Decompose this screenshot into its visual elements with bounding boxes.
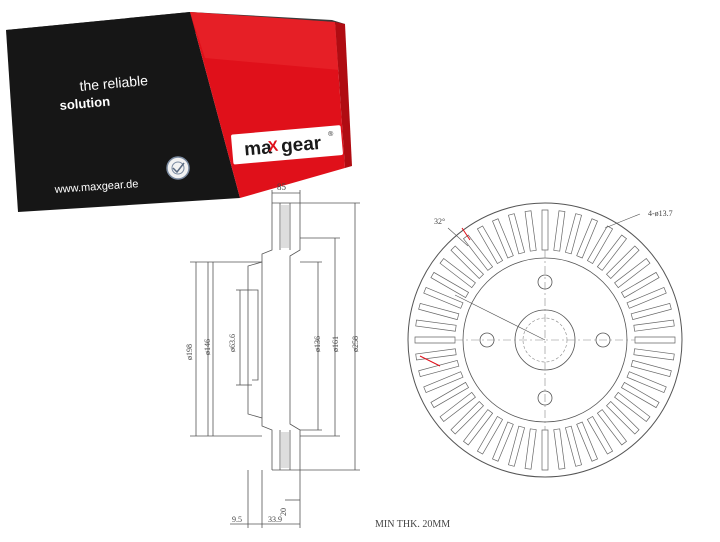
- vane: [430, 271, 470, 299]
- vane: [541, 209, 549, 251]
- dim-bottom-left: 9.5: [232, 515, 242, 524]
- vane: [541, 429, 549, 471]
- tagline-line2: solution: [59, 94, 111, 113]
- vane: [423, 287, 464, 309]
- box-right-edge: [335, 22, 352, 168]
- vane: [450, 245, 484, 279]
- vane: [462, 409, 494, 446]
- disc-outer-wall: [289, 203, 301, 470]
- dim-top-width: 85: [277, 182, 287, 192]
- dim-d198: ø198: [185, 344, 194, 360]
- vane: [462, 234, 494, 271]
- vane: [633, 348, 675, 361]
- vane: [586, 225, 614, 265]
- logo-text-x: X: [267, 138, 278, 156]
- logo-text-right: gear: [280, 133, 322, 157]
- logo-text-left: ma: [243, 137, 273, 160]
- quality-seal-icon: [166, 156, 190, 180]
- dim-bottom-20: 20: [279, 508, 288, 516]
- vane: [630, 359, 672, 377]
- vane: [606, 245, 640, 279]
- logo-reg-mark: ®: [328, 130, 335, 138]
- dim-d258: ø258: [351, 336, 360, 352]
- dim-d146: ø146: [203, 339, 212, 355]
- vane: [620, 381, 660, 409]
- vane: [634, 336, 676, 344]
- vane: [439, 391, 476, 423]
- disc-outer-circle: [407, 202, 683, 478]
- vane: [415, 348, 457, 361]
- vane: [418, 359, 460, 377]
- vane: [564, 213, 582, 255]
- vane: [586, 415, 614, 455]
- vane: [415, 319, 457, 332]
- vane: [553, 210, 566, 252]
- vane: [564, 425, 582, 467]
- vane: [508, 425, 526, 467]
- vane: [524, 428, 537, 470]
- vane: [439, 257, 476, 289]
- maxgear-box: the reliable solution www.maxgear.de ma …: [6, 12, 352, 212]
- vane: [633, 319, 675, 332]
- vane: [606, 401, 640, 435]
- vane: [492, 421, 514, 462]
- dim-d136: ø136: [313, 336, 322, 352]
- website-url: www.maxgear.de: [53, 178, 138, 196]
- vane: [430, 381, 470, 409]
- maxgear-logo: ma X gear ®: [231, 125, 343, 165]
- bolt-pattern-label: 4-ø13.7: [648, 209, 673, 218]
- dim-bottom-mid: 33.9: [268, 515, 282, 524]
- vane: [614, 257, 651, 289]
- vane: [596, 409, 628, 446]
- disc-inner-wall: [261, 203, 273, 470]
- front-view-drawing: [407, 202, 683, 478]
- vane: [576, 218, 598, 259]
- vane: [626, 371, 667, 393]
- vane: [576, 421, 598, 462]
- logo-plate: [231, 125, 343, 165]
- vane: [553, 428, 566, 470]
- vane: [630, 303, 672, 321]
- side-section-drawing: [190, 190, 360, 528]
- vane: [423, 371, 464, 393]
- cooling-vanes: [414, 209, 676, 471]
- vane: [508, 213, 526, 255]
- tagline-line1: the reliable: [79, 72, 149, 94]
- min-thickness-label: MIN THK. 20MM: [375, 519, 450, 530]
- vane: [418, 303, 460, 321]
- vane: [476, 225, 504, 265]
- vane: [614, 391, 651, 423]
- vane: [476, 415, 504, 455]
- vane: [492, 218, 514, 259]
- vane: [620, 271, 660, 299]
- angle-label: 32°: [434, 217, 445, 226]
- vane: [450, 401, 484, 435]
- dim-d161: ø161: [331, 336, 340, 352]
- dim-d63: ø63.6: [228, 334, 237, 352]
- vane: [524, 210, 537, 252]
- vane: [414, 336, 456, 344]
- box-red-highlight: [190, 12, 340, 70]
- vane: [596, 234, 628, 271]
- vane: [626, 287, 667, 309]
